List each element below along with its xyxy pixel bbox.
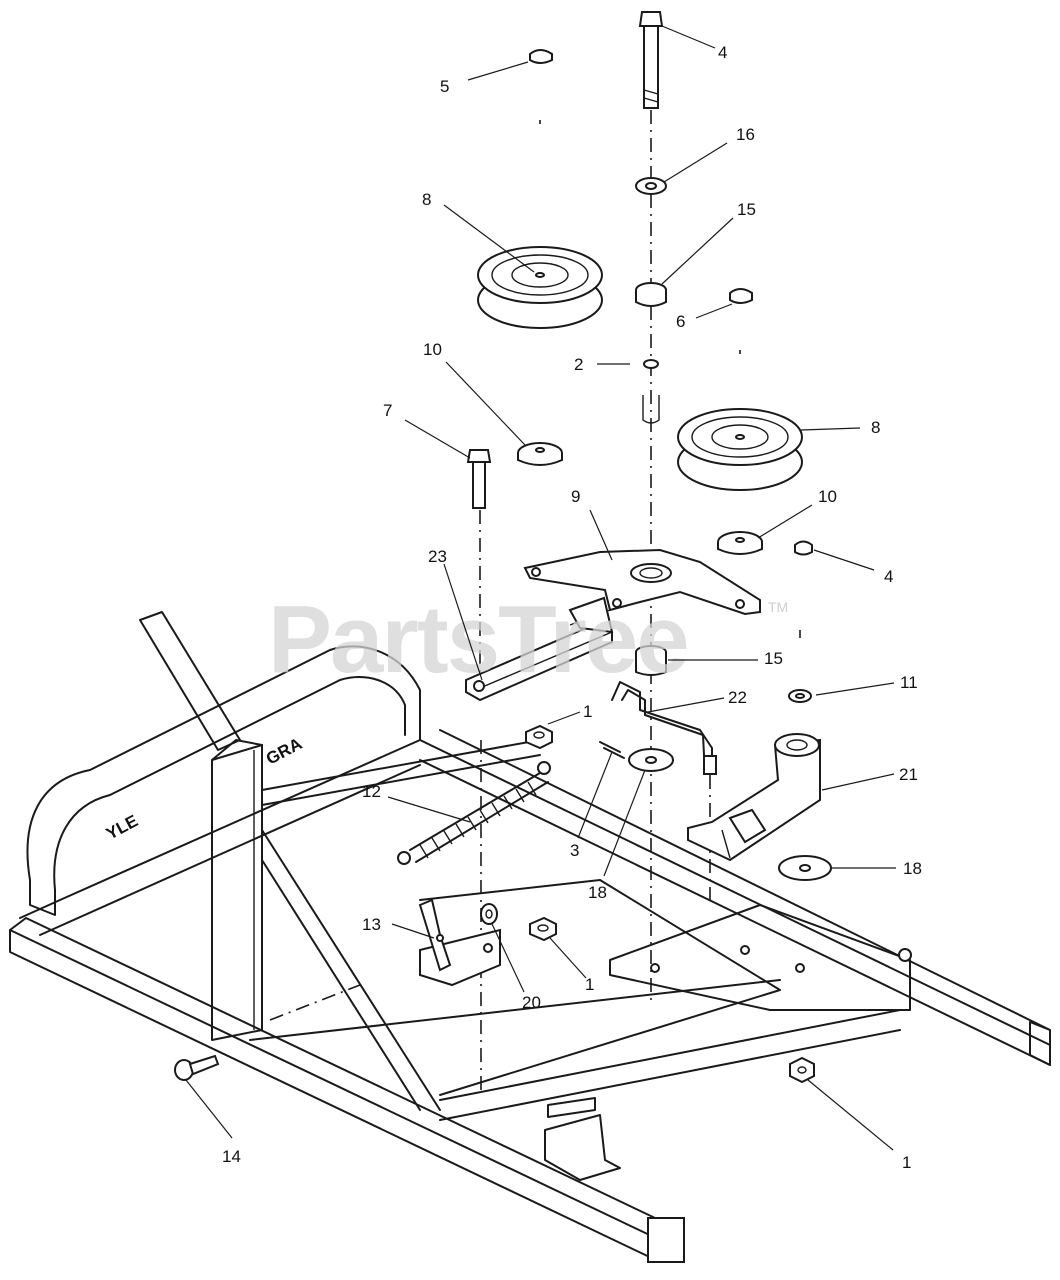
callout-21: 21 [899, 765, 918, 784]
washer-18-left [628, 748, 674, 772]
callout-15-top: 15 [737, 200, 756, 219]
callout-labels: 4 5 16 8 15 6 10 2 7 8 9 10 23 4 15 11 1… [222, 43, 922, 1172]
washer-18-right [778, 855, 832, 881]
callout-16: 16 [736, 125, 755, 144]
nut-20 [480, 903, 498, 925]
callout-22: 22 [728, 688, 747, 707]
pin-3 [599, 741, 625, 759]
nut-11 [788, 689, 812, 703]
mower-frame: YLE GRA [9, 611, 1051, 1263]
callout-8-left: 8 [422, 190, 431, 209]
pulley-8-left [477, 246, 603, 329]
callout-20: 20 [522, 993, 541, 1012]
callout-6: 6 [676, 312, 685, 331]
spacer-2 [642, 359, 660, 424]
callout-1-c: 1 [902, 1153, 911, 1172]
svg-text:GRA: GRA [263, 734, 305, 769]
callout-10-right: 10 [818, 487, 837, 506]
spacer-10-right [717, 531, 763, 555]
nut-1-a [525, 724, 553, 750]
callout-7: 7 [383, 401, 392, 420]
cap-4-right [794, 540, 813, 556]
anchor-bracket-13 [418, 898, 501, 987]
leader-lines [185, 25, 896, 1151]
callout-13: 13 [362, 915, 381, 934]
bolt-7 [466, 449, 492, 509]
callout-12: 12 [362, 782, 381, 801]
callout-1-a: 1 [583, 702, 592, 721]
callout-18-left: 18 [588, 883, 607, 902]
callout-18-right: 18 [903, 859, 922, 878]
nut-1-c [789, 1056, 815, 1084]
nut-1-b [529, 916, 557, 942]
bolt-14 [174, 1054, 220, 1081]
callout-15-mid: 15 [764, 649, 783, 668]
svg-text:TM: TM [768, 599, 788, 615]
svg-text:YLE: YLE [103, 811, 141, 843]
bushing-15-top [635, 282, 667, 307]
cap-6 [729, 288, 753, 304]
bracket-21 [687, 733, 821, 862]
spacer-10-left [517, 442, 563, 466]
rod-22 [611, 681, 717, 775]
callout-4-right: 4 [884, 567, 893, 586]
callout-11: 11 [900, 673, 918, 692]
callout-3: 3 [570, 841, 579, 860]
callout-23: 23 [428, 547, 447, 566]
callout-2: 2 [574, 355, 583, 374]
spring-12 [397, 761, 551, 865]
idler-arm-9 [523, 548, 761, 626]
bushing-15-mid [635, 645, 667, 676]
callout-1-b: 1 [585, 975, 594, 994]
callout-4-top: 4 [718, 43, 727, 62]
callout-9: 9 [571, 487, 580, 506]
watermark: PartsTree TM [268, 586, 788, 693]
pulley-8-right [677, 408, 803, 491]
washer-16 [635, 177, 667, 195]
cap-5 [529, 49, 553, 64]
bolt-4-top [638, 11, 664, 109]
callout-8-right: 8 [871, 418, 880, 437]
svg-text:PartsTree: PartsTree [268, 586, 688, 693]
callout-5: 5 [440, 77, 449, 96]
bracket-23 [465, 596, 614, 702]
callout-14: 14 [222, 1147, 241, 1166]
callout-10-left: 10 [423, 340, 442, 359]
